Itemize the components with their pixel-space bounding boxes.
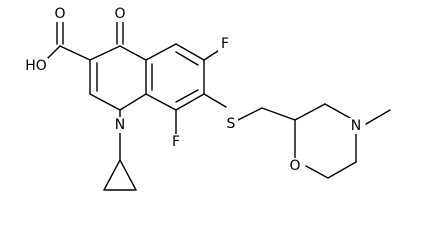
- bond-c7-s: [203, 93, 227, 108]
- bond-ch2-morph: [261, 107, 296, 121]
- bond-m-c6-o: [305, 165, 329, 179]
- bond-c5-c6-double: [175, 51, 199, 66]
- bond-n-methyl: [365, 109, 391, 125]
- fluorine-8-label: F: [172, 134, 180, 150]
- quinolone-nitrogen-label: N: [115, 117, 125, 133]
- bond-cooh-oh: [45, 45, 61, 61]
- morpholine-nitrogen-label: N: [351, 118, 361, 134]
- carbonyl-oxygen-label: O: [114, 6, 125, 22]
- bond-c8-c8a: [145, 93, 177, 111]
- hydroxyl-label: HO: [25, 58, 47, 74]
- atom-labels: O O HO F F N S N O: [24, 6, 364, 174]
- bond-s-ch2: [237, 107, 263, 121]
- bond-c5-c6: [175, 43, 205, 61]
- bond-cp-a: [103, 159, 121, 191]
- bond-m-c5-c6: [327, 161, 357, 179]
- bond-n1-c2: [89, 93, 121, 111]
- bond-c4-c4a: [119, 45, 147, 61]
- bond-c7-c8: [175, 93, 205, 111]
- bond-c4a-c5: [145, 43, 177, 61]
- morpholine-oxygen-label: O: [289, 158, 300, 174]
- fluorine-6-label: F: [221, 36, 229, 52]
- bonds: [45, 19, 391, 191]
- chemical-structure-diagram: O O HO F F N S N O: [24, 6, 391, 191]
- bond-c3-ccooh: [59, 45, 91, 61]
- bond-m-c2-c3: [294, 103, 326, 121]
- bond-c3-c4: [89, 45, 121, 61]
- bond-cp-b: [119, 159, 137, 191]
- bond-c8a-n1: [119, 93, 147, 111]
- carboxyl-oxygen-label: O: [54, 6, 65, 22]
- bond-m-c3-n: [324, 103, 351, 119]
- bond-c7-c8-double: [175, 89, 199, 103]
- sulfur-label: S: [227, 116, 236, 132]
